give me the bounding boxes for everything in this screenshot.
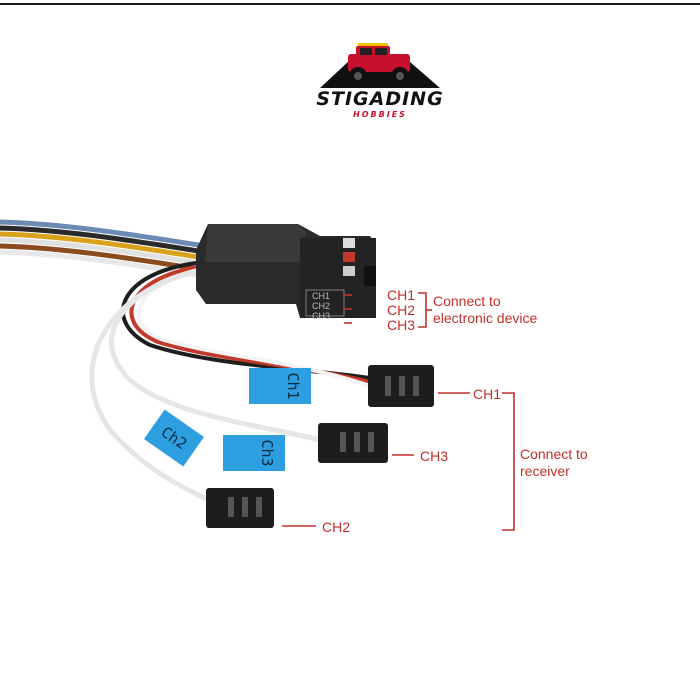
wire-ch2 bbox=[89, 267, 213, 503]
servo-connector-ch2 bbox=[206, 488, 274, 528]
brand-subtitle: HOBBIES bbox=[353, 110, 407, 119]
leader-lines bbox=[282, 392, 515, 531]
port-label-ch1: CH1 bbox=[312, 291, 331, 301]
device-bracket bbox=[344, 292, 432, 328]
servo-connector-ch1 bbox=[368, 365, 434, 407]
brand-name: STIGADING bbox=[316, 88, 444, 110]
output-label-ch1: CH1 bbox=[387, 287, 416, 303]
brand-logo: STIGADING HOBBIES bbox=[300, 40, 460, 120]
connect-receiver-line2: receiver bbox=[520, 463, 570, 479]
input-label-ch1: CH1 bbox=[473, 386, 502, 402]
control-module bbox=[196, 224, 376, 318]
jeep-icon bbox=[320, 43, 440, 88]
top-border-line bbox=[0, 3, 700, 5]
output-label-ch3: CH3 bbox=[387, 317, 416, 333]
wire-tag-ch3: Ch3 bbox=[223, 435, 285, 471]
connect-device-line1: Connect to bbox=[433, 293, 501, 309]
port-label-ch3: CH3 bbox=[312, 311, 331, 321]
wire-tag-ch1: Ch1 bbox=[249, 368, 311, 404]
input-label-ch2: CH2 bbox=[322, 519, 351, 535]
connect-receiver-line1: Connect to bbox=[520, 446, 588, 462]
port-label-ch2: CH2 bbox=[312, 301, 331, 311]
servo-connector-ch3 bbox=[318, 423, 388, 463]
connect-device-line2: electronic device bbox=[433, 310, 538, 326]
output-label-ch2: CH2 bbox=[387, 302, 416, 318]
input-label-ch3: CH3 bbox=[420, 448, 449, 464]
